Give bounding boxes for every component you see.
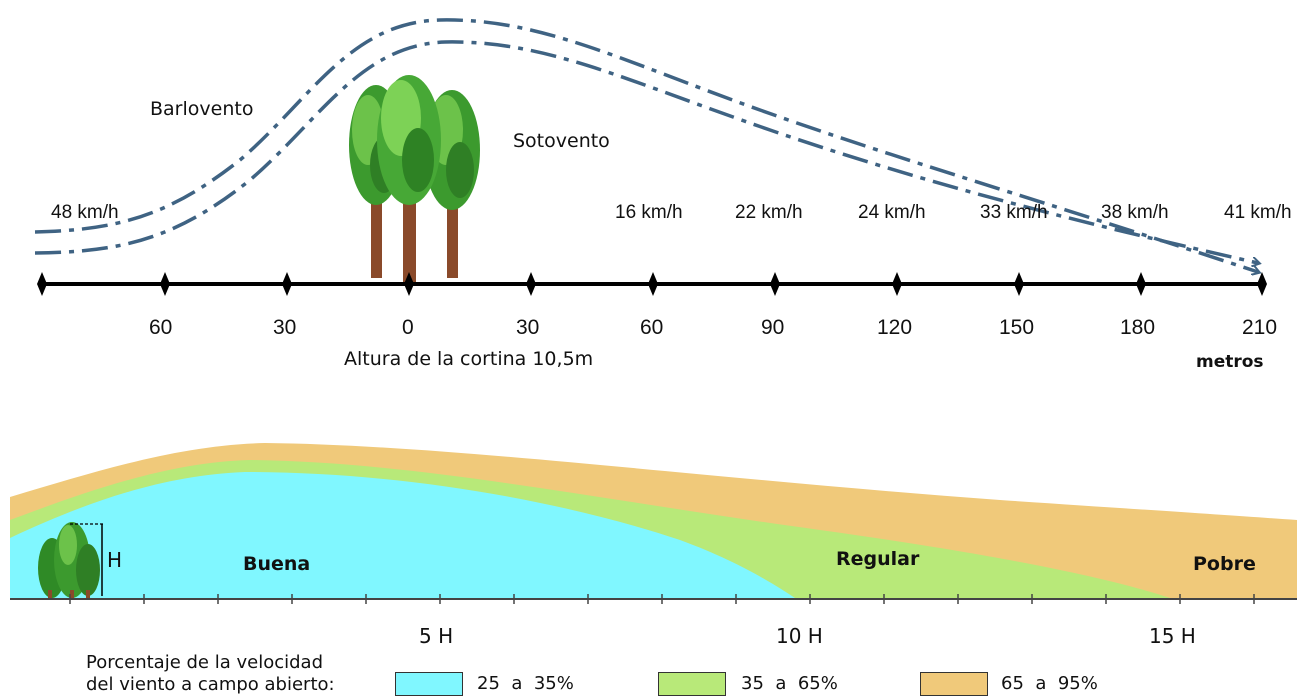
- legend-swatch-25-35: [395, 672, 463, 696]
- distance-tick-label: 120: [877, 316, 913, 339]
- speed-label: 33 km/h: [980, 202, 1048, 223]
- windward-label: Barlovento: [150, 98, 254, 120]
- wind-flow-line-upper: [34, 18, 1258, 272]
- legend-label: 65 a 95%: [1001, 673, 1098, 694]
- distance-tick-label: 60: [149, 316, 173, 339]
- axis-marker: [892, 272, 902, 296]
- zone-label-regular: Regular: [836, 548, 920, 570]
- tree-icon-group: [349, 75, 480, 284]
- zone-label-poor: Pobre: [1193, 553, 1256, 575]
- zone-good: [10, 472, 795, 598]
- distance-tick-label: 210: [1242, 316, 1278, 339]
- distance-tick-label: 180: [1120, 316, 1156, 339]
- axis-markers: [37, 272, 1267, 296]
- speed-label: 16 km/h: [615, 202, 683, 223]
- speed-label: 48 km/h: [51, 202, 119, 223]
- axis-marker: [37, 272, 47, 296]
- axis-tick-label: 15 H: [1149, 624, 1196, 648]
- speed-label: 41 km/h: [1224, 202, 1292, 223]
- axis-marker: [160, 272, 170, 296]
- height-caption: Altura de la cortina 10,5m: [344, 348, 594, 370]
- axis-marker: [1257, 272, 1267, 296]
- leeward-label: Sotovento: [513, 130, 610, 152]
- distance-tick-label: 60: [640, 316, 664, 339]
- legend-swatch-65-95: [920, 672, 988, 696]
- speed-label: 24 km/h: [858, 202, 926, 223]
- height-marker-label: H: [107, 548, 123, 572]
- axis-tick-label: 5 H: [419, 624, 454, 648]
- axis-marker: [770, 272, 780, 296]
- legend-label: 25 a 35%: [477, 673, 574, 694]
- legend-title-line1: Porcentaje de la velocidad: [86, 652, 323, 673]
- legend-label: 35 a 65%: [741, 673, 838, 694]
- unit-label: metros: [1196, 352, 1264, 372]
- axis-marker: [282, 272, 292, 296]
- distance-tick-label: 30: [516, 316, 540, 339]
- distance-tick-label: 90: [761, 316, 785, 339]
- distance-tick-label: 30: [273, 316, 297, 339]
- legend-title-line2: del viento a campo abierto:: [86, 674, 335, 695]
- axis-marker: [404, 272, 414, 296]
- distance-tick-label: 0: [402, 316, 414, 339]
- distance-tick-label: 150: [999, 316, 1035, 339]
- wind-flow-line-lower: [34, 40, 1258, 263]
- axis-marker: [1136, 272, 1146, 296]
- axis-marker: [1014, 272, 1024, 296]
- axis-tick-label: 10 H: [776, 624, 823, 648]
- small-tree-icon: [38, 522, 100, 598]
- speed-label: 22 km/h: [735, 202, 803, 223]
- height-multiple-ticks: [69, 594, 1255, 604]
- speed-label: 38 km/h: [1101, 202, 1169, 223]
- axis-marker: [648, 272, 658, 296]
- legend-swatch-35-65: [658, 672, 726, 696]
- zone-label-good: Buena: [243, 553, 311, 575]
- tree-icon: [377, 75, 441, 284]
- axis-marker: [526, 272, 536, 296]
